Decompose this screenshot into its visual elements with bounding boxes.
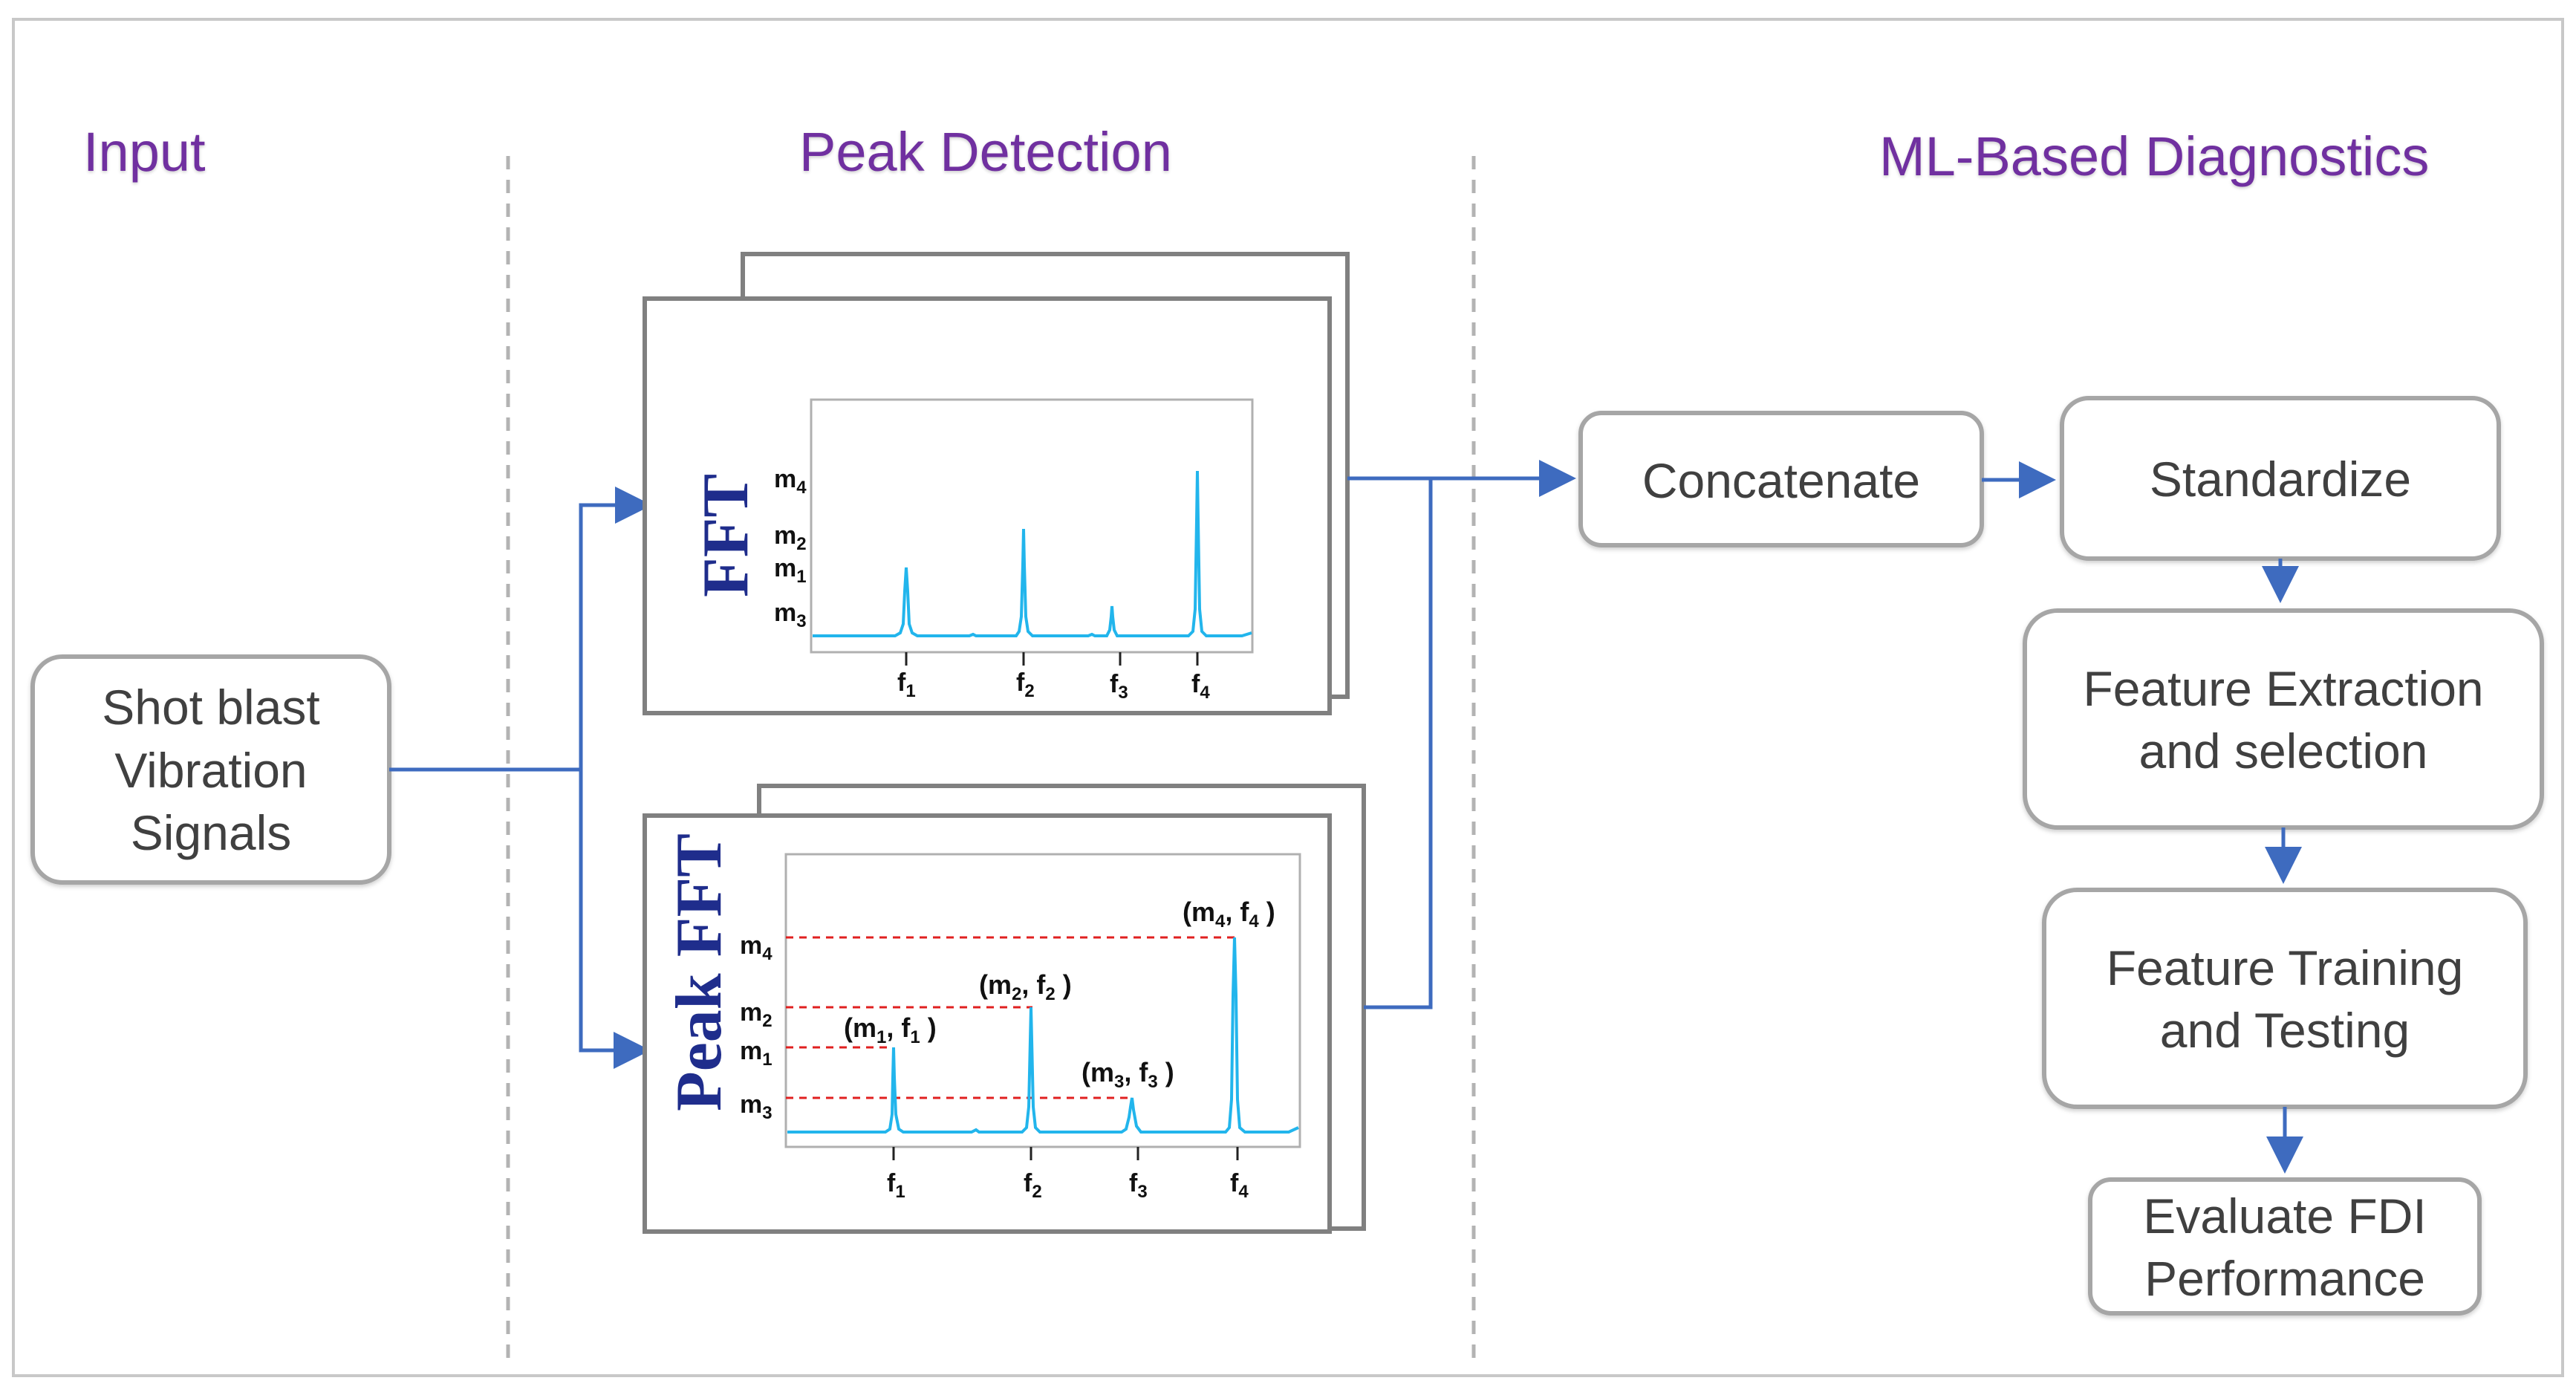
fft-y-label-m3: m3: [774, 599, 807, 631]
svg-text:f1: f1: [897, 669, 916, 701]
peak-x-label-f1: f1: [887, 1169, 905, 1202]
fft-x-ticks: [905, 652, 1199, 666]
peak-y-label-m1: m1: [740, 1037, 773, 1070]
evaluate-line-2: Performance: [2144, 1251, 2425, 1306]
peak-panel-title: Peak FFT: [663, 833, 735, 1111]
fft-x-label-f1: f1: [897, 669, 916, 701]
feature-training-line-2: and Testing: [2160, 1003, 2410, 1058]
feature-extraction-line-2: and selection: [2139, 723, 2428, 778]
fft-spectrum: [813, 470, 1252, 637]
fft-plot-area: [810, 398, 1254, 654]
peak-y-label-m4: m4: [740, 931, 773, 964]
fft-x-label-f4: f4: [1191, 670, 1210, 703]
evaluate-box: [2088, 1177, 2482, 1316]
svg-text:f4: f4: [1191, 670, 1210, 703]
svg-text:m4: m4: [740, 931, 773, 964]
svg-text:m1: m1: [774, 554, 807, 587]
peak-label-m4-f4: (m4, f4 ): [1183, 897, 1275, 931]
peak-fft-spectrum: [787, 937, 1299, 1134]
svg-text:f4: f4: [1230, 1169, 1249, 1202]
peak-plot-area: [784, 853, 1301, 1148]
peak-x-ticks: [892, 1147, 1239, 1160]
fft-x-label-f3: f3: [1110, 670, 1128, 703]
figure-border: [12, 18, 2564, 1377]
evaluate-line-1: Evaluate FDI: [2143, 1188, 2427, 1243]
arrow-to-fft: [579, 487, 652, 770]
input-line-3: Signals: [131, 805, 291, 860]
peak-x-label-f3: f3: [1129, 1169, 1148, 1202]
svg-text:m3: m3: [740, 1090, 773, 1123]
feature-extraction-box: [2023, 608, 2544, 830]
svg-text:f3: f3: [1129, 1169, 1148, 1202]
concatenate-label: Concatenate: [1642, 453, 1920, 508]
fft-panel-title: FFT: [690, 474, 762, 597]
svg-text:(m4, f4 ): (m4, f4 ): [1183, 897, 1275, 931]
feature-extraction-line-1: Feature Extraction: [2083, 661, 2483, 716]
peak-y-label-m2: m2: [740, 998, 773, 1031]
peak-x-label-f4: f4: [1230, 1169, 1249, 1202]
heading-input: Input: [83, 121, 206, 183]
peak-label-m2-f2: (m2, f2 ): [979, 969, 1072, 1004]
svg-text:m3: m3: [774, 599, 807, 631]
peak-label-m1-f1: (m1, f1 ): [844, 1012, 937, 1047]
peak-x-label-f2: f2: [1024, 1169, 1042, 1202]
svg-text:m2: m2: [774, 521, 807, 554]
svg-text:(m1, f1 ): (m1, f1 ): [844, 1012, 937, 1047]
svg-text:f3: f3: [1110, 670, 1128, 703]
svg-text:(m2, f2 ): (m2, f2 ): [979, 969, 1072, 1004]
input-line-2: Vibration: [114, 743, 307, 798]
fft-y-label-m1: m1: [774, 554, 807, 587]
svg-text:m4: m4: [774, 465, 807, 498]
svg-text:f2: f2: [1024, 1169, 1042, 1202]
heading-ml-diagnostics: ML-Based Diagnostics: [1879, 126, 2429, 187]
svg-text:f1: f1: [887, 1169, 905, 1202]
peak-y-label-m3: m3: [740, 1090, 773, 1123]
peak-guide-lines: [786, 936, 1236, 1099]
arrow-to-peak-fft: [579, 770, 651, 1069]
heading-peak-detection: Peak Detection: [799, 121, 1172, 183]
fft-x-label-f2: f2: [1016, 669, 1035, 701]
standardize-label: Standardize: [2150, 452, 2411, 507]
feature-training-line-1: Feature Training: [2107, 940, 2464, 995]
feature-training-box: [2042, 888, 2528, 1109]
svg-text:f2: f2: [1016, 669, 1035, 701]
svg-text:(m3, f3 ): (m3, f3 ): [1082, 1057, 1174, 1092]
peak-label-m3-f3: (m3, f3 ): [1082, 1057, 1174, 1092]
fft-y-label-m4: m4: [774, 465, 807, 498]
fft-y-label-m2: m2: [774, 521, 807, 554]
arrow-peak-merge: [1364, 478, 1433, 1009]
svg-text:m2: m2: [740, 998, 773, 1031]
peak-fft-panel: [643, 813, 1332, 1234]
svg-text:m1: m1: [740, 1037, 773, 1070]
input-line-1: Shot blast: [102, 680, 320, 735]
fft-panel: [643, 296, 1332, 715]
